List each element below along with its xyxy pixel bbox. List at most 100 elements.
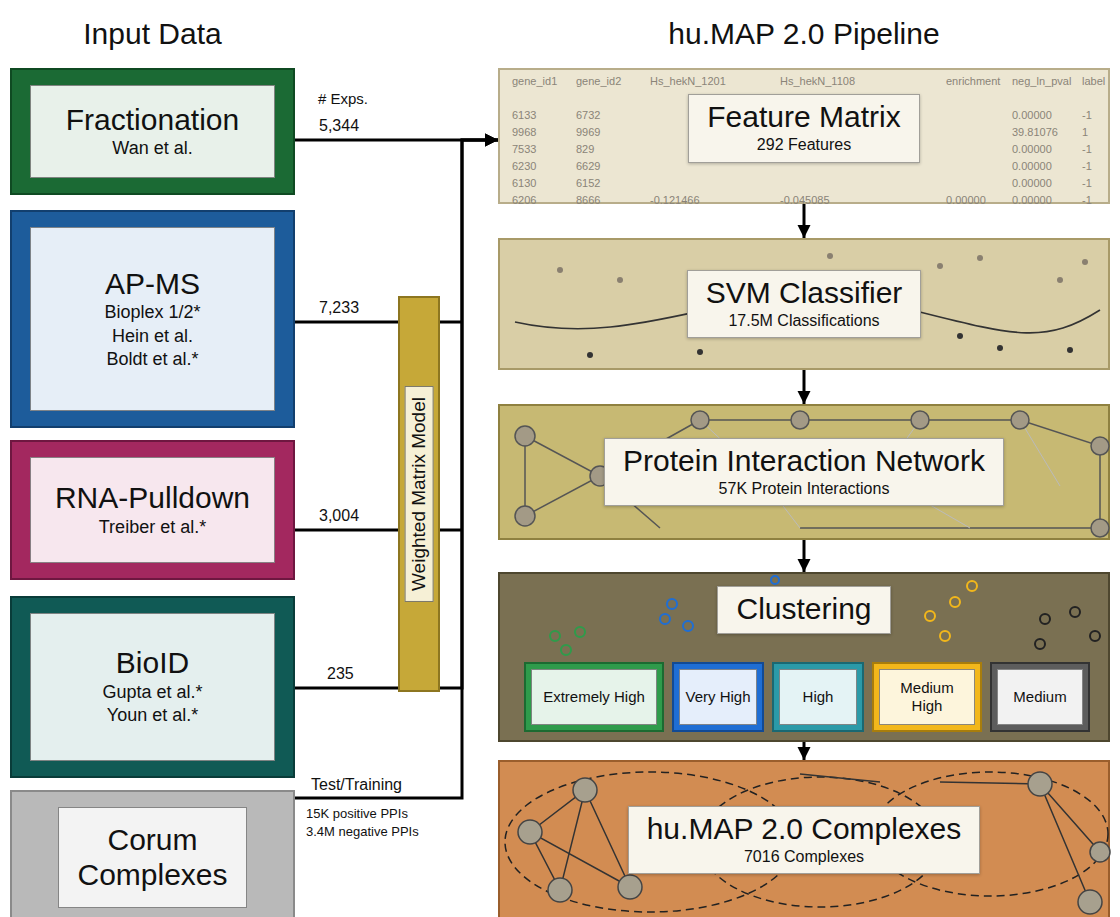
edge-label: Test/Training (309, 775, 404, 794)
column-heading: Input Data (10, 16, 295, 52)
drawing-path (530, 774, 1100, 902)
drawing-circle (660, 614, 670, 624)
confidence-box: Medium (990, 662, 1090, 732)
table-cell: neg_ln_pval (1012, 75, 1071, 88)
drawing-circle (1090, 842, 1110, 862)
count-note: 3.4M negative PPIs (306, 824, 419, 840)
drawing-circle (940, 631, 950, 641)
source-title: Corum Complexes (63, 823, 242, 892)
confidence-label: High (803, 688, 834, 706)
connector (803, 370, 806, 404)
source-box: BioIDGupta et al.*Youn et al.* (10, 596, 295, 778)
source-reference: Youn et al.* (107, 704, 198, 727)
source-reference: Hein et al. (112, 325, 193, 348)
drawing-circle (1082, 259, 1088, 265)
table-cell: -1 (1082, 194, 1092, 207)
drawing-circle (573, 778, 597, 802)
confidence-label: Extremely High (543, 688, 645, 706)
label-plate: hu.MAP 2.0 Complexes7016 Complexes (628, 806, 981, 875)
drawing-circle (561, 645, 571, 655)
drawing-circle (691, 411, 709, 429)
drawing-circle (1040, 614, 1050, 624)
label-plate: Clustering (717, 586, 890, 634)
table-cell: 0.00000 (1012, 160, 1052, 173)
source-reference: Gupta et al.* (102, 681, 202, 704)
table-cell: Hs_hekN_1108 (780, 75, 855, 88)
source-title: RNA-Pulldown (55, 481, 250, 516)
drawing-g (525, 420, 1100, 528)
drawing-circle (771, 576, 779, 584)
label-plate: High (779, 669, 857, 725)
label-plate: FractionationWan et al. (30, 85, 275, 178)
drawing-g (505, 772, 1108, 912)
stage-detail: 7016 Complexes (647, 847, 962, 868)
edge-label: 5,344 (317, 116, 361, 135)
drawing-circle (827, 253, 833, 259)
stage-detail: 292 Features (707, 135, 900, 156)
confidence-box: High (772, 662, 864, 732)
drawing-circle (1090, 631, 1100, 641)
label-plate: Medium (997, 669, 1083, 725)
drawing-g (530, 774, 1100, 902)
table-cell: 0.00000 (1012, 143, 1052, 156)
connector (295, 529, 398, 532)
confidence-box: Very High (672, 662, 764, 732)
table-cell: -1 (1082, 177, 1092, 190)
drawing-circle (1057, 277, 1063, 283)
table-cell: 6230 (512, 160, 536, 173)
table-cell: 6152 (576, 177, 600, 190)
stage-title: Protein Interaction Network (623, 443, 985, 479)
table-cell: gene_id2 (576, 75, 621, 88)
table-cell: label (1082, 75, 1105, 88)
table-cell: -1 (1082, 143, 1092, 156)
table-cell: Hs_hekN_1201 (650, 75, 726, 88)
label-plate: Very High (679, 669, 757, 725)
label-plate: Weighted Matrix Model (405, 386, 434, 602)
stage-title: Feature Matrix (707, 99, 900, 135)
drawing-circle (667, 599, 677, 609)
pipeline-panel: Feature Matrix292 Features gene_id1 gene_i… (498, 68, 1110, 204)
table-cell: gene_id1 (512, 75, 557, 88)
drawing-circle (937, 263, 943, 269)
table-cell: 8666 (576, 194, 600, 207)
connector (803, 540, 806, 572)
drawing-circle (587, 352, 593, 358)
drawing-circle (618, 875, 642, 899)
drawing-circle (515, 426, 535, 446)
drawing-circle (697, 349, 703, 355)
drawing-circle (957, 333, 963, 339)
drawing-circle (1078, 890, 1102, 914)
table-cell: 9969 (576, 126, 600, 139)
drawing-circle (1070, 607, 1080, 617)
confidence-label: Very High (685, 688, 750, 706)
source-box: AP-MSBioplex 1/2*Hein et al.Boldt et al.… (10, 210, 295, 428)
stage-title: SVM Classifier (706, 275, 903, 311)
source-reference: Boldt et al.* (106, 348, 198, 371)
source-box: FractionationWan et al. (10, 68, 295, 195)
drawing-g (550, 576, 1100, 655)
drawing-circle (967, 581, 977, 591)
model-label: Weighted Matrix Model (408, 397, 431, 591)
confidence-label: Medium High (884, 679, 970, 715)
drawing-path (525, 420, 1100, 528)
stage-detail: 57K Protein Interactions (623, 479, 985, 500)
edge-label: 7,233 (317, 298, 361, 317)
table-cell: 6732 (576, 109, 600, 122)
label-plate: Corum Complexes (58, 807, 247, 908)
table-cell: 1 (1082, 126, 1088, 139)
table-cell: 9968 (512, 126, 536, 139)
table-cell: -1 (1082, 109, 1092, 122)
table-cell: 6629 (576, 160, 600, 173)
connector (295, 687, 398, 690)
stage-title: Clustering (736, 591, 871, 627)
confidence-box: Extremely High (524, 662, 664, 732)
table-cell: -1 (1082, 160, 1092, 173)
drawing-circle (791, 411, 809, 429)
drawing-circle (911, 411, 929, 429)
drawing-circle (557, 267, 563, 273)
drawing-circle (550, 631, 560, 641)
source-reference: Wan et al. (112, 137, 192, 160)
pipeline-panel: hu.MAP 2.0 Complexes7016 Complexes (498, 760, 1110, 917)
drawing-g (515, 411, 1109, 537)
